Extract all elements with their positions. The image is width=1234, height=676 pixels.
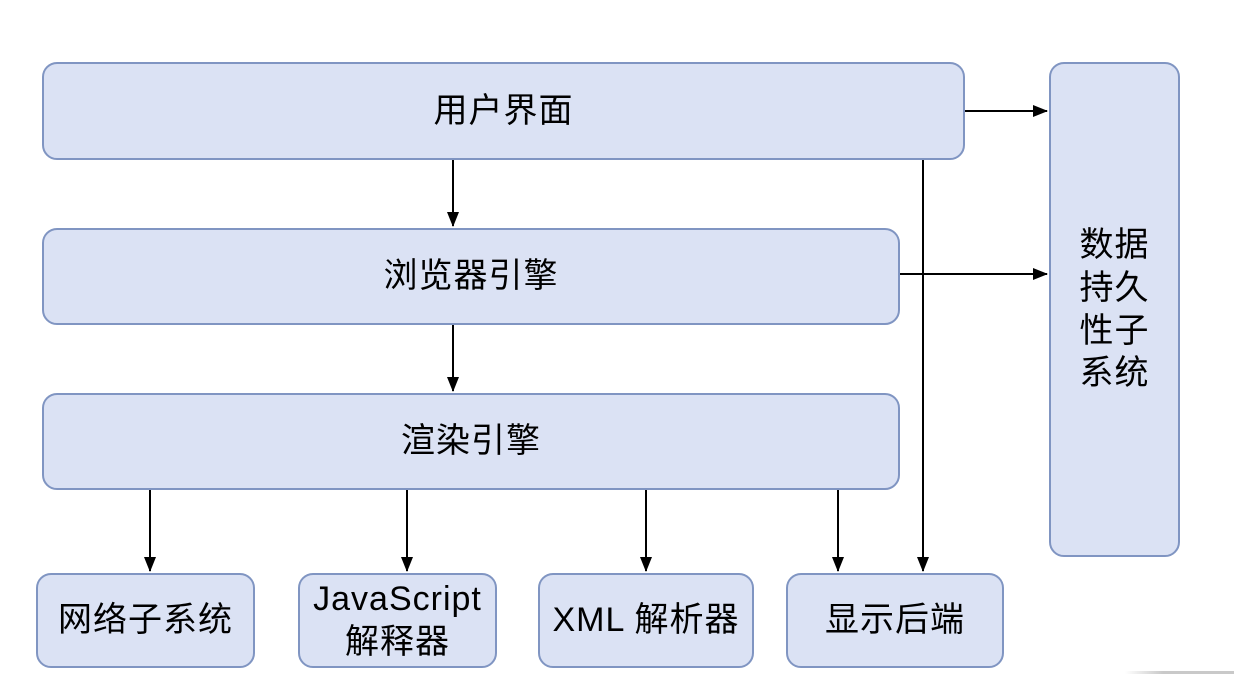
node-js-interpreter-label: JavaScript 解释器 [313, 579, 482, 661]
node-render-engine-label: 渲染引擎 [401, 422, 541, 461]
node-user-interface: 用户界面 [42, 62, 965, 160]
node-xml-parser: XML 解析器 [538, 573, 754, 668]
node-network-subsystem-label: 网络子系统 [58, 601, 233, 640]
bottom-right-gray-line [1125, 671, 1234, 674]
node-display-backend: 显示后端 [786, 573, 1004, 668]
node-network-subsystem: 网络子系统 [36, 573, 255, 668]
node-js-interpreter: JavaScript 解释器 [298, 573, 497, 668]
node-browser-engine: 浏览器引擎 [42, 228, 900, 325]
node-display-backend-label: 显示后端 [825, 601, 965, 640]
node-render-engine: 渲染引擎 [42, 393, 900, 490]
node-user-interface-label: 用户界面 [433, 91, 574, 130]
node-xml-parser-label: XML 解析器 [552, 601, 740, 640]
node-data-persistence-subsystem-label: 数据 持久 性子 系统 [1079, 225, 1150, 393]
node-browser-engine-label: 浏览器引擎 [383, 257, 559, 296]
node-data-persistence-subsystem: 数据 持久 性子 系统 [1049, 62, 1180, 557]
